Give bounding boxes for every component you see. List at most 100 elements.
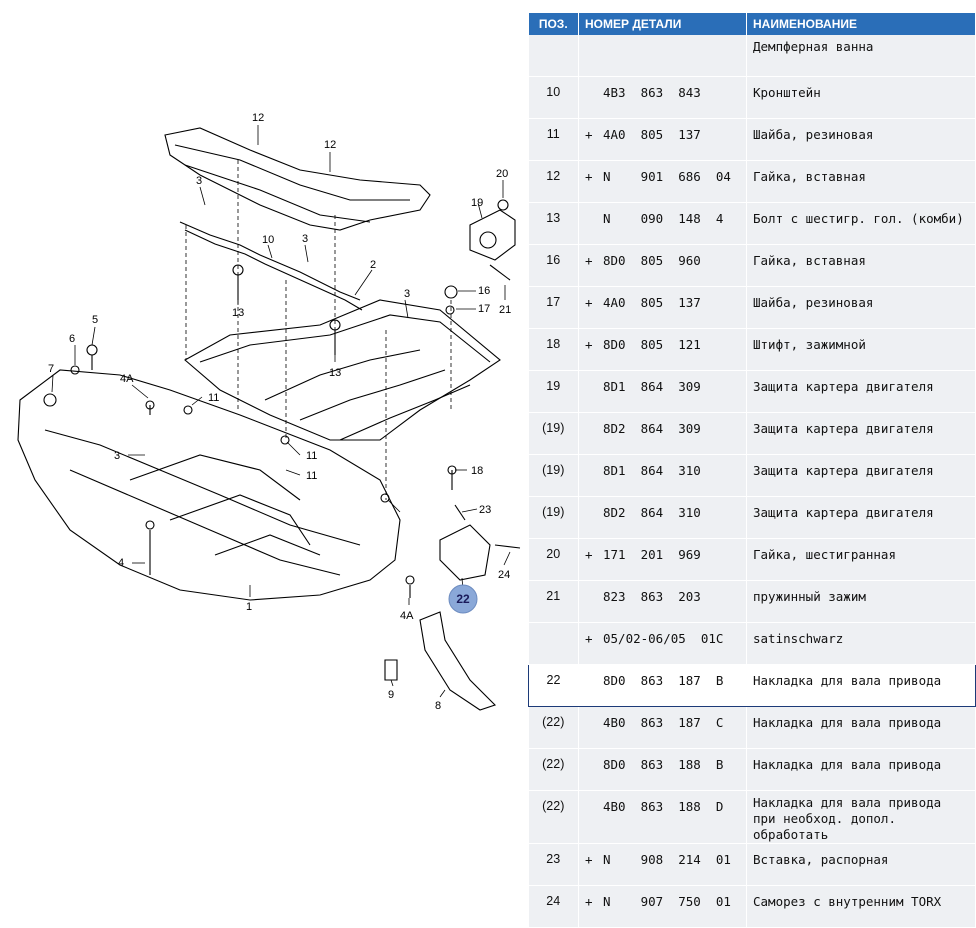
cell-pos: 13 [528,202,579,245]
cell-number: +4A0 805 137 [578,118,747,161]
cell-pos: 23 [528,843,579,886]
callout-label: 6 [69,333,75,345]
cell-number: 8D2 864 309 [578,412,747,455]
cell-number: 8D1 864 310 [578,454,747,497]
callout-label: 19 [471,197,483,209]
cell-pos [528,622,579,665]
parts-table-panel: ПОЗ. НОМЕР ДЕТАЛИ НАИМЕНОВАНИЕ Демпферна… [528,13,976,928]
callout-label: 3 [404,288,410,300]
part-number: 8D0 863 188 B [603,757,724,772]
cell-number: 8D1 864 309 [578,370,747,413]
cell-name: Гайка, вставная [746,244,976,287]
cell-number: 8D0 863 187 B [578,664,747,707]
part-number: 4B0 863 187 C [603,715,724,730]
callout-label: 23 [479,504,491,516]
selected-callout-label: 22 [456,592,470,606]
cell-name: Вставка, распорная [746,843,976,886]
cell-pos: 20 [528,538,579,581]
callout-label: 13 [329,367,341,379]
cell-number: 4B3 863 843 [578,76,747,119]
callout-label: 20 [496,168,508,180]
callout-label: 17 [478,303,490,315]
part-number: 4A0 805 137 [603,295,701,310]
part-number: N 908 214 01 [603,852,731,867]
part-number: 8D2 864 309 [603,421,701,436]
selected-callout[interactable]: 22 [448,584,478,614]
callout-label: 3 [114,450,120,462]
cell-pos: 16 [528,244,579,287]
callout-label: 11 [306,450,317,462]
plus-marker: + [585,852,593,867]
callout-label: 12 [252,112,264,124]
callout-label: 24 [498,569,510,581]
callout-label: 12 [324,139,336,151]
cell-number: 4B0 863 188 D [578,790,747,844]
table-row[interactable]: 23 + N 908 214 01 Вставка, распорная [528,843,976,886]
cell-pos: 11 [528,118,579,161]
part-number: 823 863 203 [603,589,701,604]
cell-pos: (19) [528,496,579,539]
cell-number: +171 201 969 [578,538,747,581]
callout-label: 2 [370,259,376,271]
cell-number: 8D0 863 188 B [578,748,747,791]
callout-label: 4A [120,373,134,385]
table-header-row: ПОЗ. НОМЕР ДЕТАЛИ НАИМЕНОВАНИЕ [528,13,976,35]
diagram-linework [17,125,521,711]
cell-pos: 21 [528,580,579,623]
cell-pos: (19) [528,454,579,497]
cell-name: Шайба, резиновая [746,118,976,161]
callout-label: 13 [232,307,244,319]
cell-pos: 12 [528,160,579,203]
cell-number: + N 908 214 01 [578,843,747,886]
cell-pos: 24 [528,885,579,928]
part-number: N 901 686 04 [603,169,731,184]
callout-label: 10 [262,234,274,246]
cell-name: Шайба, резиновая [746,286,976,329]
callout-label: 21 [499,304,511,316]
part-number: 8D2 864 310 [603,505,701,520]
callout-label: 16 [478,285,490,297]
cell-pos: (19) [528,412,579,455]
callout-label: 1 [246,601,252,613]
part-number: N 090 148 4 [603,211,724,226]
part-number: 8D0 805 121 [603,337,701,352]
cell-name: Защита картера двигателя [746,370,976,413]
cell-number: 4B0 863 187 C [578,706,747,749]
diagram-callouts: 12 12 3 10 3 2 3 20 19 16 17 21 5 6 7 4A… [48,112,511,712]
plus-marker: + [585,894,593,909]
cell-name: Кронштейн [746,76,976,119]
cell-name: Накладка для вала привода [746,748,976,791]
part-number: 8D1 864 309 [603,379,701,394]
cell-name: Гайка, шестигранная [746,538,976,581]
plus-marker: + [585,547,593,562]
cell-number: +N 901 686 04 [578,160,747,203]
callout-label: 4 [118,557,124,569]
table-row[interactable]: Демпферная ванна [528,35,976,77]
cell-name: Болт с шестигр. гол. (комби) [746,202,976,245]
callout-label: 3 [302,233,308,245]
callout-label: 18 [471,465,483,477]
cell-number: 8D2 864 310 [578,496,747,539]
plus-marker: + [585,127,593,142]
table-row[interactable]: 13 N 090 148 4 Болт с шестигр. гол. (комби… [528,202,976,245]
cell-number: +N 907 750 01 [578,885,747,928]
